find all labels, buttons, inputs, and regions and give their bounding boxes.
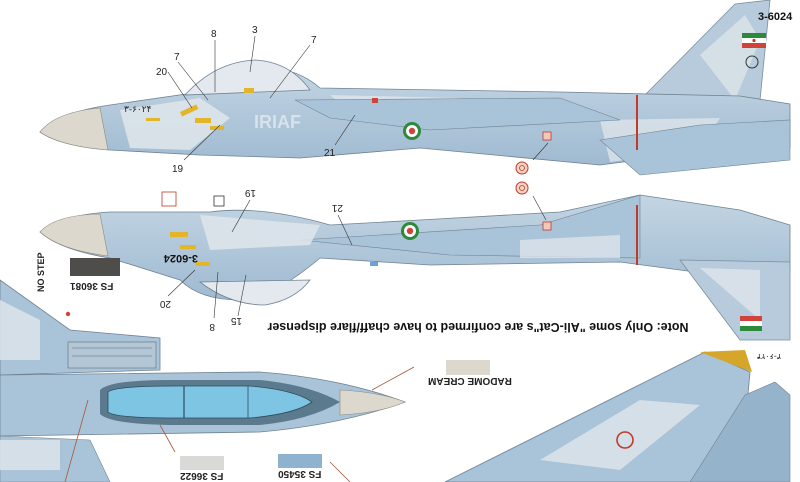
aircraft-plan-view (0, 279, 791, 482)
chaff-dispenser-markers (515, 142, 552, 231)
aircraft-lower-profile (39, 142, 791, 341)
callout-7-right: 7 (311, 35, 317, 46)
swatch-label-fs-35450: FS 35450 (278, 468, 322, 479)
no-step-stencil: NO STEP (36, 252, 46, 292)
callout-21-lower: 21 (331, 202, 343, 213)
top-fin-flash (742, 33, 766, 48)
callout-19-lower: 19 (244, 187, 256, 198)
iriaf-lower: IRIAF (255, 222, 302, 242)
swatch-radome-cream (446, 360, 490, 375)
callout-8-top: 8 (211, 29, 217, 40)
swatch-fs-36622 (180, 456, 224, 470)
serial-lower: 3-6024 (163, 252, 198, 264)
lower-vertical-tail (679, 259, 791, 341)
lower-canopy (198, 279, 311, 306)
lower-radome (39, 213, 109, 257)
serial-top: 3-6024 (758, 11, 793, 23)
callout-leaders (167, 35, 356, 319)
chaff-flare-note: Note: Only some "Ali-Cat"s are confirmed… (267, 320, 689, 334)
callout-8-lower: 8 (209, 321, 215, 332)
iriaf-top: IRIAF (254, 112, 301, 132)
lower-fin-flash (740, 316, 762, 331)
plan-canopy (107, 385, 313, 419)
plan-radome (339, 389, 406, 416)
callout-15: 15 (230, 315, 242, 326)
callout-7-left: 7 (174, 52, 180, 63)
swatch-fs-35450 (278, 454, 322, 468)
top-tail-emblem (745, 55, 759, 69)
aircraft-top-profile (39, 0, 791, 176)
plan-wing-emblem (616, 431, 634, 449)
bottom-tail-code: ۳-۶۰۲۴ (757, 352, 781, 361)
callout-21-top: 21 (324, 148, 336, 159)
callout-3: 3 (252, 25, 258, 36)
swatch-label-fs-36622: FS 36622 (180, 470, 224, 481)
top-radome (39, 107, 109, 151)
swatch-label-fs-36081: FS 36081 (70, 280, 114, 291)
top-fuselage-code: ۳-۶۰۲۴ (124, 105, 152, 115)
swatch-fs-36081 (70, 258, 120, 276)
callout-20-lower: 20 (159, 298, 171, 309)
top-roundel (403, 122, 421, 140)
callout-20-top: 20 (156, 67, 168, 78)
swatch-label-radome-cream: RADOME CREAM (428, 375, 512, 386)
lower-roundel (401, 222, 419, 240)
callout-19-top: 19 (172, 164, 184, 175)
